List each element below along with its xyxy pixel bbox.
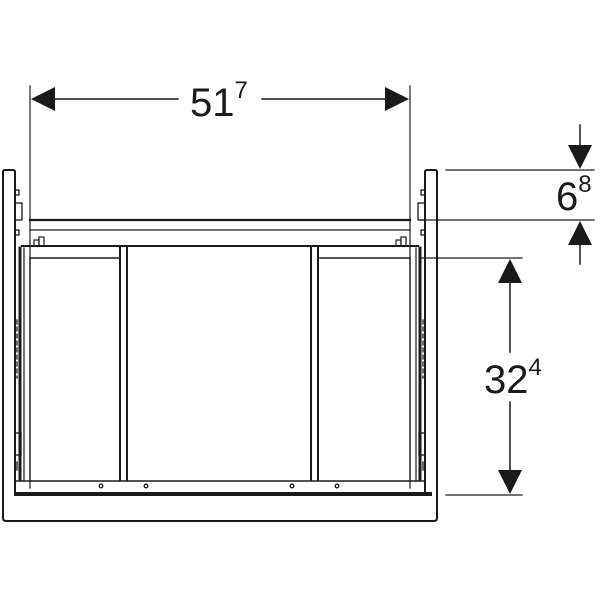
- arrowhead-up-icon: [568, 221, 592, 245]
- arrowhead-right-icon: [385, 87, 409, 111]
- top-offset-dimension: [419, 124, 595, 265]
- left-bracket: [33, 236, 45, 247]
- arrowhead-left-icon: [31, 87, 55, 111]
- right-side-panel: [424, 169, 438, 495]
- arrowhead-down-icon: [498, 470, 522, 494]
- screw-icon: [143, 483, 149, 489]
- width-dimension-label: 517: [190, 77, 248, 125]
- screw-icon: [98, 483, 104, 489]
- arrowhead-down-icon: [568, 145, 592, 169]
- drawer-screws: [98, 483, 340, 489]
- right-bracket: [395, 236, 407, 247]
- left-side-panel: [2, 169, 16, 495]
- top-offset-dimension-label: 68: [556, 171, 592, 219]
- base-plinth: [1, 493, 438, 522]
- width-dimension: [29, 85, 411, 489]
- cabinet-body: [1, 169, 438, 522]
- screw-icon: [289, 483, 295, 489]
- screw-icon: [334, 483, 340, 489]
- arrowhead-up-icon: [498, 259, 522, 283]
- height-dimension-label: 324: [484, 354, 542, 402]
